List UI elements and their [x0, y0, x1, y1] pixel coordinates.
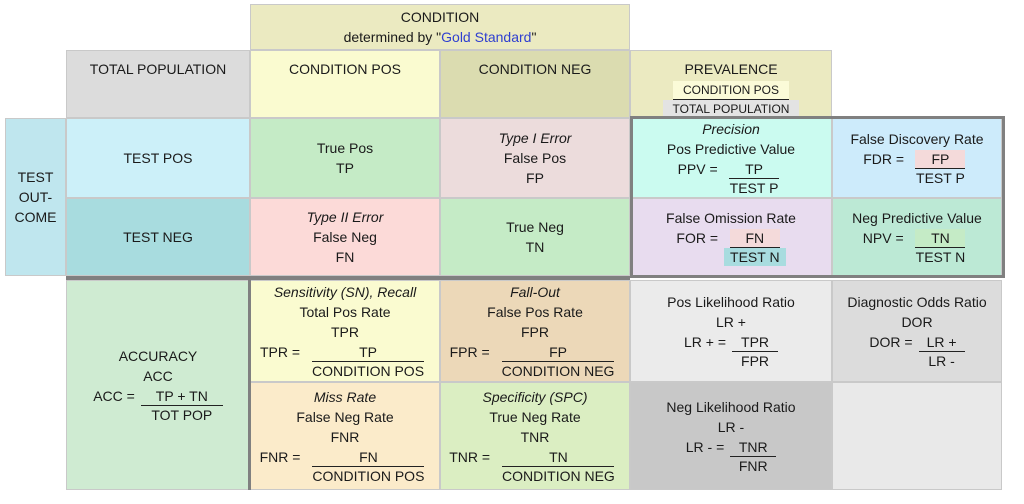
- predictive-box-bottom: [630, 275, 1005, 278]
- dor-cell: Diagnostic Odds Ratio DOR DOR = LR +LR -: [832, 280, 1002, 382]
- false-pos-cell: Type I Error False Pos FP: [440, 118, 630, 198]
- total-population-header: TOTAL POPULATION: [66, 50, 250, 118]
- empty-cell: [832, 382, 1002, 490]
- tpr-cell: Sensitivity (SN), Recall Total Pos Rate …: [250, 280, 440, 382]
- prevalence-title: PREVALENCE: [684, 61, 778, 77]
- condition-header: CONDITION determined by "Gold Standard": [250, 4, 630, 50]
- predictive-box-right: [1002, 116, 1005, 278]
- predictive-box-top: [630, 116, 1004, 119]
- tnr-cell: Specificity (SPC) True Neg Rate TNR TNR …: [440, 382, 630, 490]
- test-neg-label: TEST NEG: [66, 198, 250, 276]
- false-neg-cell: Type II Error False Neg FN: [250, 198, 440, 276]
- separator-confusion-bottom: [66, 276, 630, 280]
- prevalence-header: PREVALENCE CONDITION POS TOTAL POPULATIO…: [630, 50, 832, 118]
- gold-standard-text: Gold Standard: [441, 29, 532, 45]
- test-pos-label: TEST POS: [66, 118, 250, 198]
- condition-title: CONDITION: [400, 9, 480, 25]
- true-neg-cell: True Neg TN: [440, 198, 630, 276]
- dor-formula: DOR = LR +LR -: [869, 332, 965, 370]
- predictive-box-left: [630, 116, 633, 278]
- prevalence-formula: CONDITION POS TOTAL POPULATION: [662, 81, 800, 118]
- condition-pos-header: CONDITION POS: [250, 50, 440, 118]
- separator-lower-left: [248, 280, 251, 490]
- true-pos-cell: True Pos TP: [250, 118, 440, 198]
- condition-neg-header: CONDITION NEG: [440, 50, 630, 118]
- test-outcome-label: TEST OUT- COME: [5, 118, 66, 276]
- determined-by: determined by "Gold Standard": [343, 29, 537, 45]
